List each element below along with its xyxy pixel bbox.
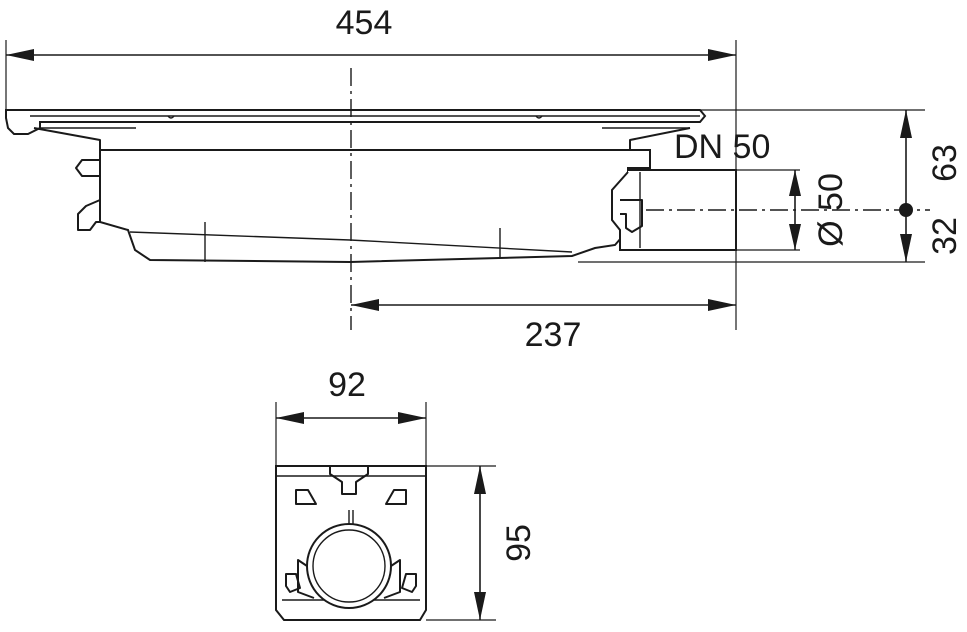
end-view: 92 95 bbox=[275, 366, 538, 621]
dim-depth: 95 bbox=[500, 524, 538, 562]
dim-datum-point bbox=[899, 203, 913, 217]
outlet-pipe bbox=[611, 169, 737, 251]
outlet-clip bbox=[620, 199, 643, 233]
left-clip-upper bbox=[75, 159, 100, 177]
dim-overall-length: 454 bbox=[336, 4, 393, 42]
dim-outlet-diameter: Ø 50 bbox=[812, 173, 850, 247]
dim-height-top: 63 bbox=[926, 144, 964, 182]
end-view-outlet-pipe bbox=[306, 523, 392, 609]
drain-body bbox=[99, 149, 651, 264]
cover-plate bbox=[5, 109, 707, 135]
left-clip-lower bbox=[77, 199, 101, 231]
dim-outlet-offset: 237 bbox=[525, 316, 582, 354]
label-nominal-diameter: DN 50 bbox=[674, 128, 770, 166]
side-view: 454 237 Ø 50 63 32 DN 50 bbox=[5, 4, 964, 354]
upper-flange bbox=[33, 127, 691, 151]
dim-height-bottom: 32 bbox=[926, 217, 964, 255]
dim-width: 92 bbox=[328, 366, 366, 404]
